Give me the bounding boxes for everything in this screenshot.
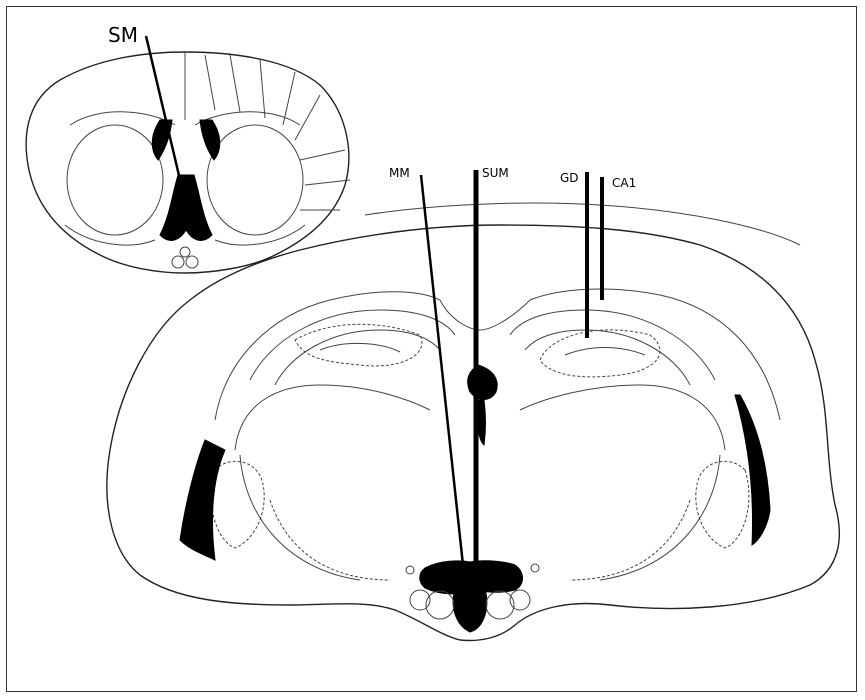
inset-section bbox=[26, 36, 350, 273]
label-sm: SM bbox=[108, 23, 138, 47]
label-sum: SUM bbox=[482, 166, 509, 180]
label-gd: GD bbox=[560, 171, 579, 185]
label-mm: MM bbox=[389, 166, 410, 180]
label-ca1: CA1 bbox=[612, 176, 636, 190]
